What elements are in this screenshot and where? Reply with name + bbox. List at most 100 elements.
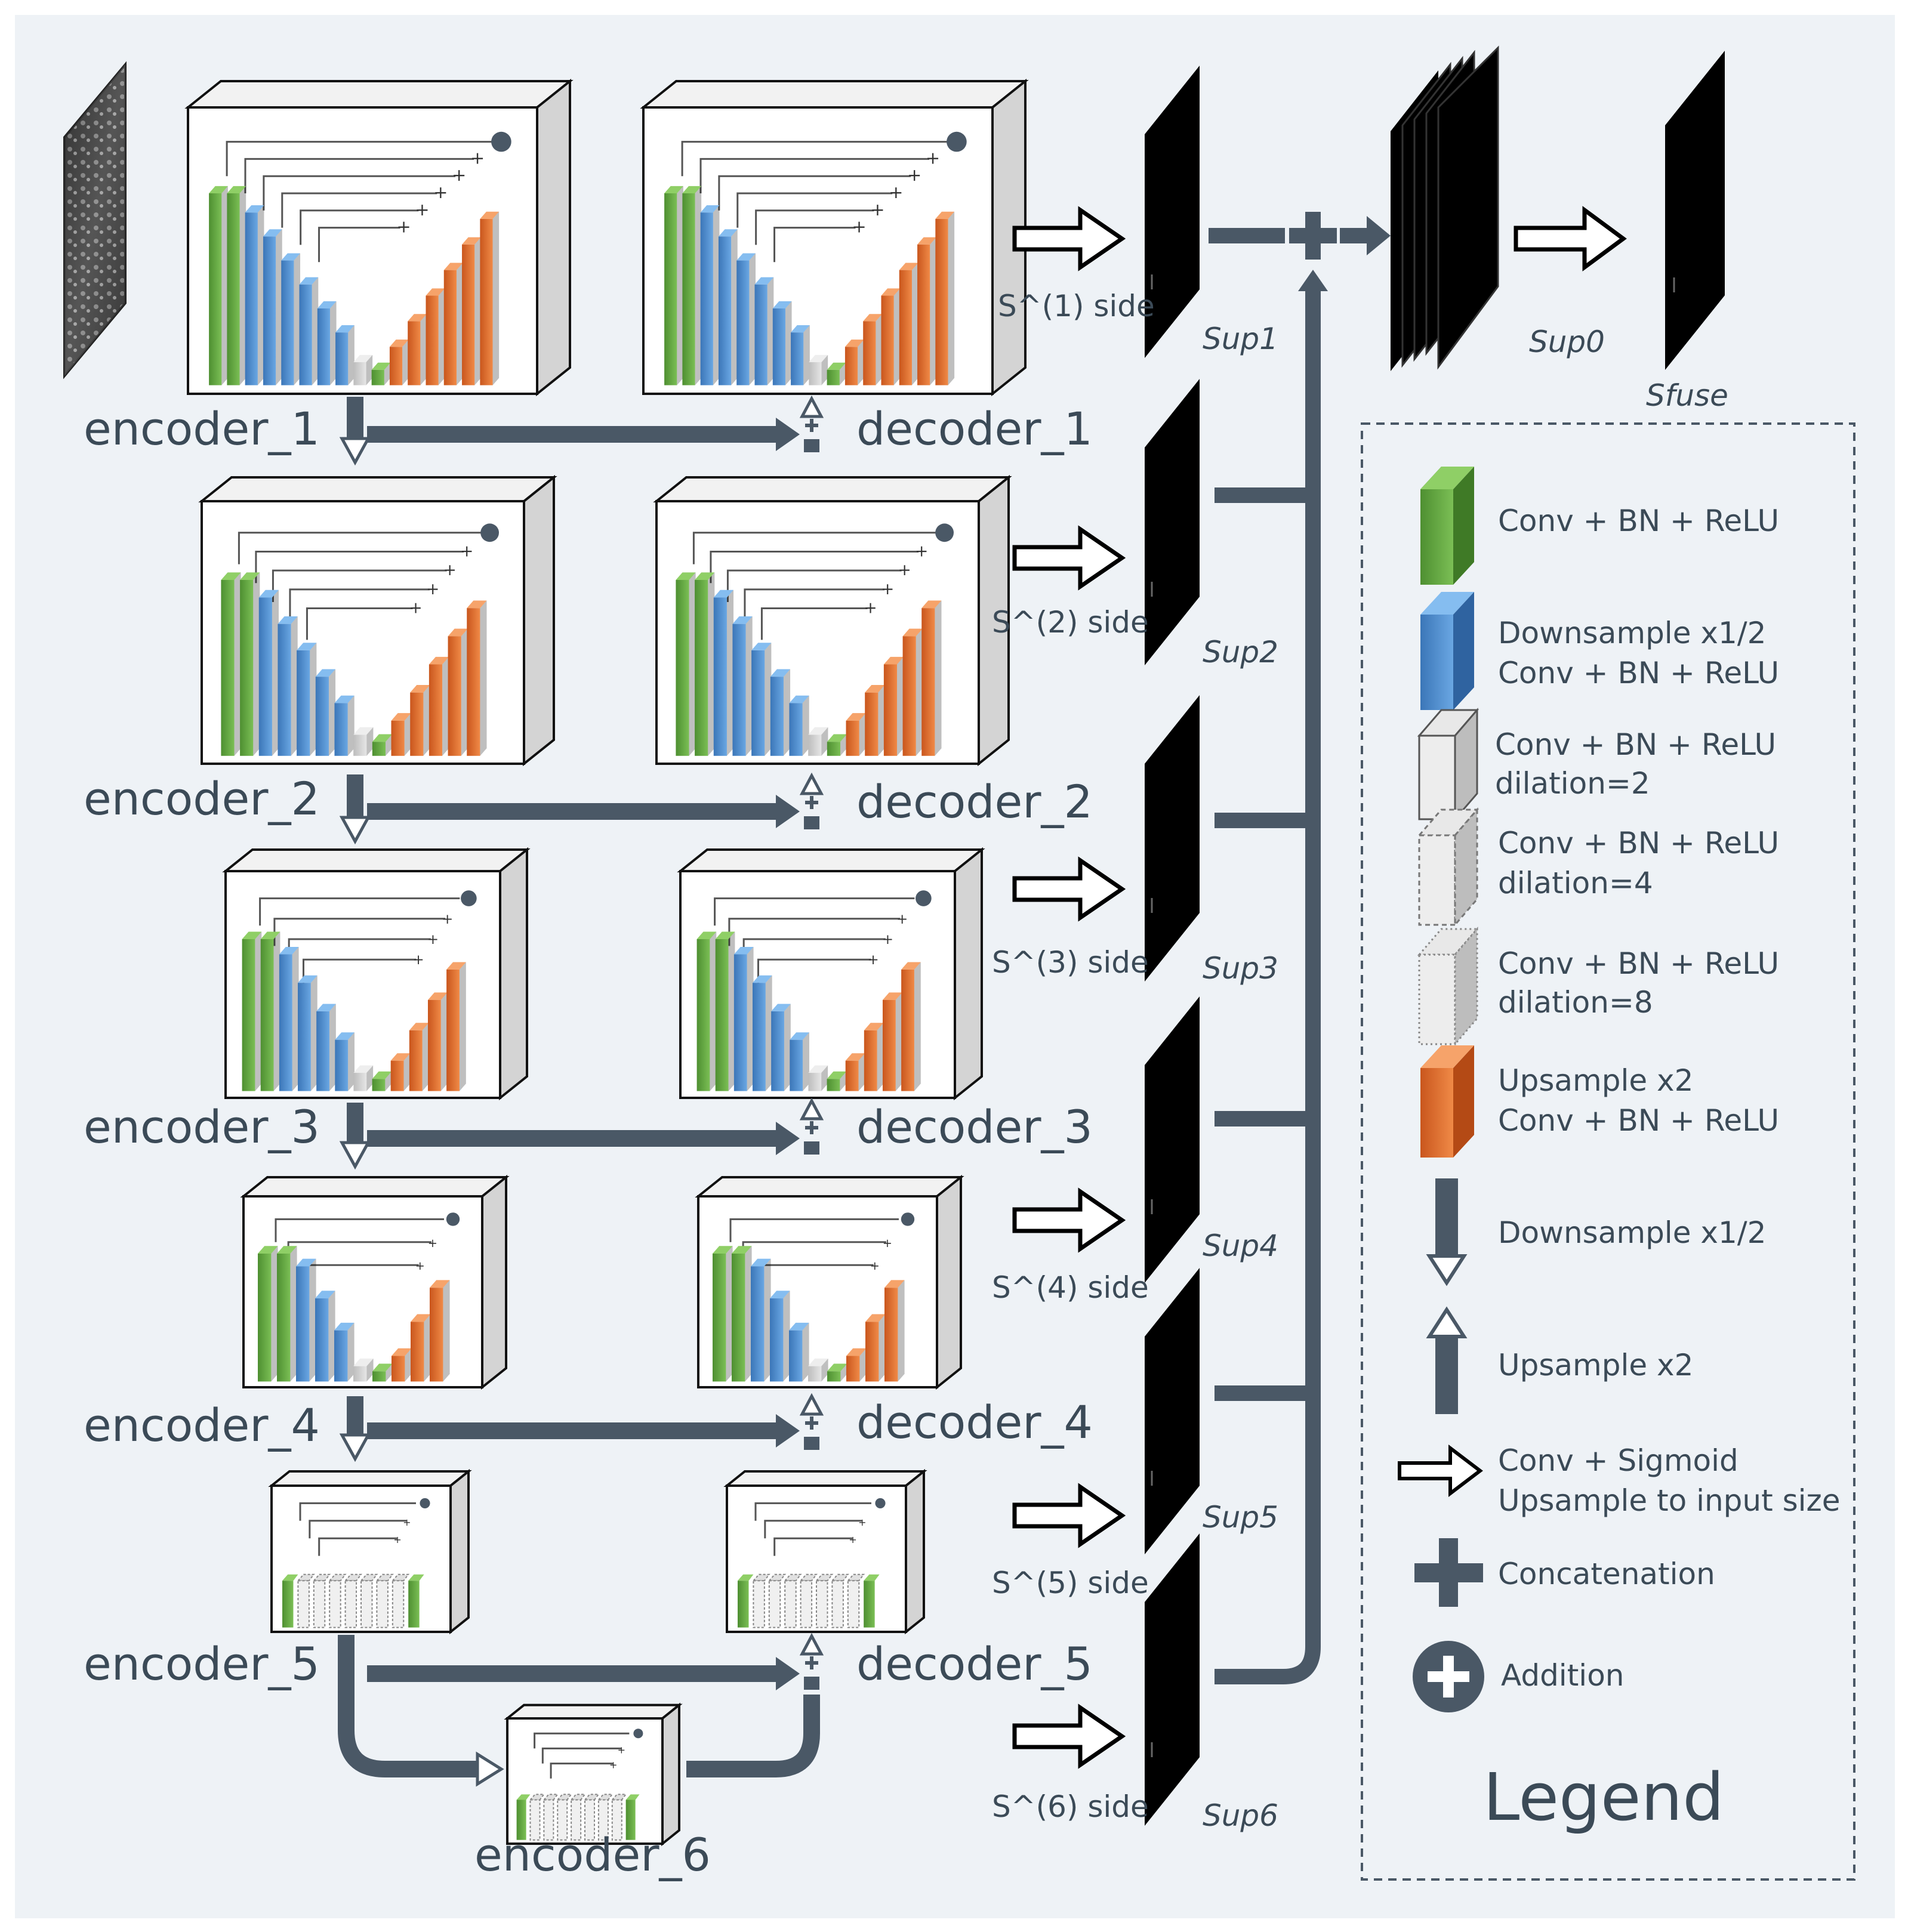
legend-concatenation-icon	[1414, 1538, 1483, 1607]
legend-item-4-line2: dilation=4	[1498, 866, 1653, 900]
svg-text:+: +	[403, 1517, 411, 1528]
encoder-3-block: +++	[222, 847, 531, 1101]
conv-sigmoid-arrow-1	[1012, 206, 1126, 271]
legend: Conv + BN + ReLU Downsample x1/2 Conv + …	[1361, 422, 1855, 1881]
side-label-1: S^(1) side	[998, 289, 1155, 323]
svg-text:+: +	[868, 952, 879, 968]
svg-text:+: +	[864, 599, 877, 618]
svg-text:+: +	[870, 199, 884, 220]
decoder-3-block: +++	[677, 847, 985, 1101]
legend-orange-cube-icon	[1420, 1045, 1474, 1158]
upsample-marker-1	[799, 395, 824, 452]
side-label-3: S^(3) side	[992, 945, 1149, 980]
sup4-connector	[1215, 1111, 1313, 1127]
conv-sigmoid-arrow-6	[1012, 1703, 1126, 1769]
svg-text:+: +	[413, 952, 424, 968]
legend-item-7-line1: Downsample x1/2	[1498, 1215, 1766, 1250]
side-output-5: S^(5) side Sup5	[992, 1268, 1313, 1600]
decoder-5-label: decoder_5	[856, 1637, 1093, 1690]
conv-sigmoid-arrow-4	[1012, 1187, 1126, 1253]
legend-green-cube-icon	[1420, 467, 1474, 585]
encoder-1-block: +++++	[184, 78, 574, 397]
svg-text:+: +	[415, 199, 429, 220]
skip-connection-2	[367, 795, 800, 828]
concatenation-icon	[1289, 212, 1337, 260]
conv-sigmoid-arrow-5	[1012, 1483, 1126, 1548]
svg-text:+: +	[427, 932, 439, 948]
svg-text:+: +	[926, 147, 940, 168]
legend-item-5-line1: Conv + BN + ReLU	[1498, 946, 1779, 981]
svg-text:+: +	[889, 182, 903, 202]
side-label-4: S^(4) side	[992, 1270, 1149, 1305]
bottleneck-path	[338, 1635, 820, 1787]
decoder-5-block: ++	[723, 1468, 927, 1635]
fusion-trunk-arrowhead	[1298, 270, 1328, 291]
legend-item-6-line1: Upsample x2	[1498, 1063, 1693, 1098]
sup1-connector	[1209, 228, 1285, 243]
svg-text:+: +	[881, 580, 894, 598]
downsample-arrow-2	[339, 774, 371, 845]
decoder-1-label: decoder_1	[856, 402, 1093, 455]
sup-label-5: Sup5	[1203, 1500, 1278, 1535]
legend-addition-icon	[1413, 1641, 1484, 1712]
svg-text:+: +	[433, 182, 448, 202]
svg-text:+: +	[849, 1534, 856, 1545]
svg-text:+: +	[870, 1259, 880, 1273]
svg-text:+: +	[393, 1534, 401, 1545]
decoder-2-block: ++++	[653, 474, 1012, 767]
downsample-arrow-1	[339, 397, 371, 466]
encoder-6-block: ++	[504, 1702, 683, 1847]
downsample-arrow-4	[339, 1396, 371, 1462]
encoder-4-label: encoder_4	[84, 1399, 320, 1452]
svg-text:+: +	[396, 217, 411, 237]
sup5-connector	[1215, 1385, 1313, 1401]
upsample-marker-5	[799, 1632, 824, 1690]
legend-gray-dilation4-icon	[1417, 807, 1479, 928]
svg-text:+: +	[460, 542, 473, 560]
legend-item-5-line2: dilation=8	[1498, 985, 1653, 1020]
svg-text:+: +	[442, 912, 453, 927]
legend-downsample-arrow-icon	[1426, 1178, 1468, 1286]
input-image	[63, 61, 127, 379]
svg-text:+: +	[415, 1259, 425, 1273]
svg-text:+: +	[852, 217, 866, 237]
legend-item-9-line2: Upsample to input size	[1498, 1483, 1841, 1518]
side-label-5: S^(5) side	[992, 1566, 1149, 1600]
sup3-connector	[1215, 813, 1313, 828]
svg-text:+: +	[618, 1744, 625, 1755]
conv-sigmoid-arrow-fuse	[1514, 206, 1627, 271]
decoder-4-label: decoder_4	[856, 1396, 1093, 1449]
decoder-1-block: +++++	[640, 78, 1029, 397]
legend-item-2-line2: Conv + BN + ReLU	[1498, 656, 1779, 690]
side-label-6: S^(6) side	[992, 1789, 1149, 1824]
sup-label-3: Sup3	[1203, 951, 1278, 986]
legend-item-6-line2: Conv + BN + ReLU	[1498, 1103, 1779, 1138]
sfuse-map	[1665, 51, 1725, 370]
svg-text:+: +	[428, 1236, 437, 1250]
svg-text:+: +	[452, 165, 466, 185]
legend-item-4-line1: Conv + BN + ReLU	[1498, 826, 1779, 860]
svg-text:+: +	[883, 1236, 892, 1250]
conv-sigmoid-arrow-3	[1012, 856, 1126, 922]
svg-text:+: +	[907, 165, 921, 185]
decoder-3-label: decoder_3	[856, 1100, 1093, 1153]
fusion-trunk	[1215, 289, 1321, 1684]
svg-text:+: +	[470, 147, 485, 168]
svg-text:+: +	[915, 542, 928, 560]
skip-connection-5	[367, 1657, 800, 1690]
legend-gray-dilation8-icon	[1417, 926, 1479, 1047]
upsample-marker-2	[799, 772, 824, 829]
sup3-map	[1145, 695, 1200, 982]
legend-item-10-line1: Concatenation	[1498, 1557, 1715, 1591]
upsample-marker-4	[799, 1393, 824, 1450]
legend-title: Legend	[1483, 1759, 1724, 1835]
legend-item-9-line1: Conv + Sigmoid	[1498, 1443, 1739, 1478]
legend-gray-dilation2-icon	[1417, 707, 1479, 822]
encoder-6-label: encoder_6	[474, 1828, 711, 1881]
svg-text:+: +	[898, 561, 911, 579]
skip-connection-1	[367, 418, 800, 451]
